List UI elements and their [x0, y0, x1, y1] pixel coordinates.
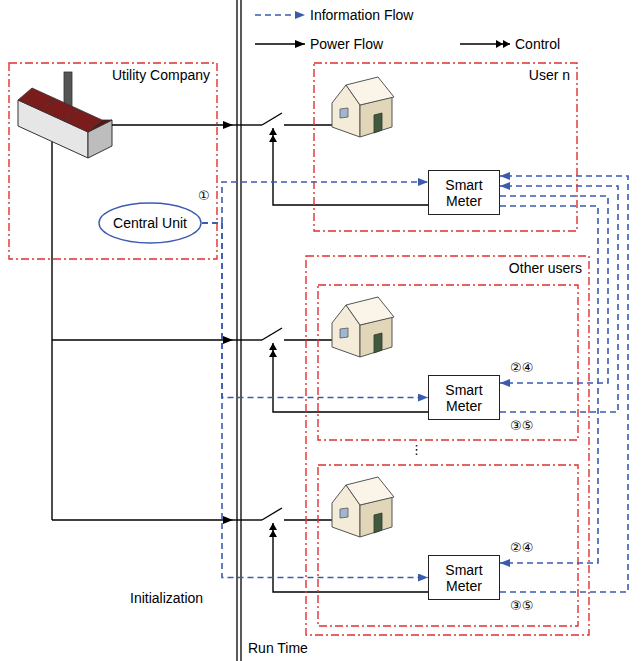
information-flow-arrow	[202, 223, 428, 398]
callout-number: ①	[198, 188, 210, 204]
callout-number: ②④	[510, 360, 533, 376]
house-icon	[332, 297, 394, 357]
region-title: Utility Company	[8, 62, 218, 83]
callout-number: ③⑤	[510, 418, 533, 434]
legend-sample	[255, 43, 305, 44]
ellipsis-mark: ⋮	[410, 442, 423, 458]
user-region: User n Smart Meter	[313, 62, 578, 232]
power-line	[52, 113, 332, 520]
callout-number: ③⑤	[510, 598, 533, 614]
information-flow-arrow	[500, 176, 628, 592]
factory-icon	[18, 72, 112, 158]
phase-label: Initialization	[130, 590, 203, 606]
node-label: Smart Meter	[435, 177, 493, 209]
legend-sample	[460, 43, 510, 44]
node-label: Smart Meter	[435, 562, 493, 594]
information-flow-arrow	[202, 223, 428, 578]
smart-meter: Smart Meter	[428, 375, 500, 420]
house-icon	[332, 77, 394, 137]
utility-region: Utility CompanyCentral Unit	[8, 62, 218, 260]
central-unit: Central Unit	[98, 202, 202, 244]
information-flow-arrow	[500, 186, 618, 412]
divider-line	[236, 0, 237, 661]
information-flow-arrow	[500, 206, 598, 563]
node-label: Smart Meter	[435, 382, 493, 414]
information-flow-arrow	[202, 182, 428, 223]
users-region: Other usersSmart MeterSmart Meter	[305, 255, 590, 636]
region-title: Other users	[305, 255, 590, 276]
control-line	[273, 128, 428, 592]
region-title: User n	[313, 62, 578, 83]
node-label: Central Unit	[104, 215, 196, 231]
phase-label: Run Time	[248, 640, 308, 656]
user-boundary	[318, 285, 578, 440]
legend-text: Power Flow	[310, 36, 383, 52]
outline-shape	[306, 256, 589, 635]
legend-text: Information Flow	[310, 7, 413, 23]
information-flow-arrow	[500, 196, 608, 383]
smart-meter: Smart Meter	[428, 555, 500, 600]
divider-line	[240, 0, 241, 661]
outline-shape	[314, 63, 577, 231]
house-icon	[332, 477, 394, 537]
legend-sample	[255, 14, 305, 16]
callout-number: ②④	[510, 540, 533, 556]
outline-shape	[99, 203, 201, 243]
user-boundary	[318, 465, 578, 626]
legend-text: Control	[515, 36, 560, 52]
smart-meter: Smart Meter	[428, 170, 500, 215]
outline-shape	[9, 63, 217, 259]
